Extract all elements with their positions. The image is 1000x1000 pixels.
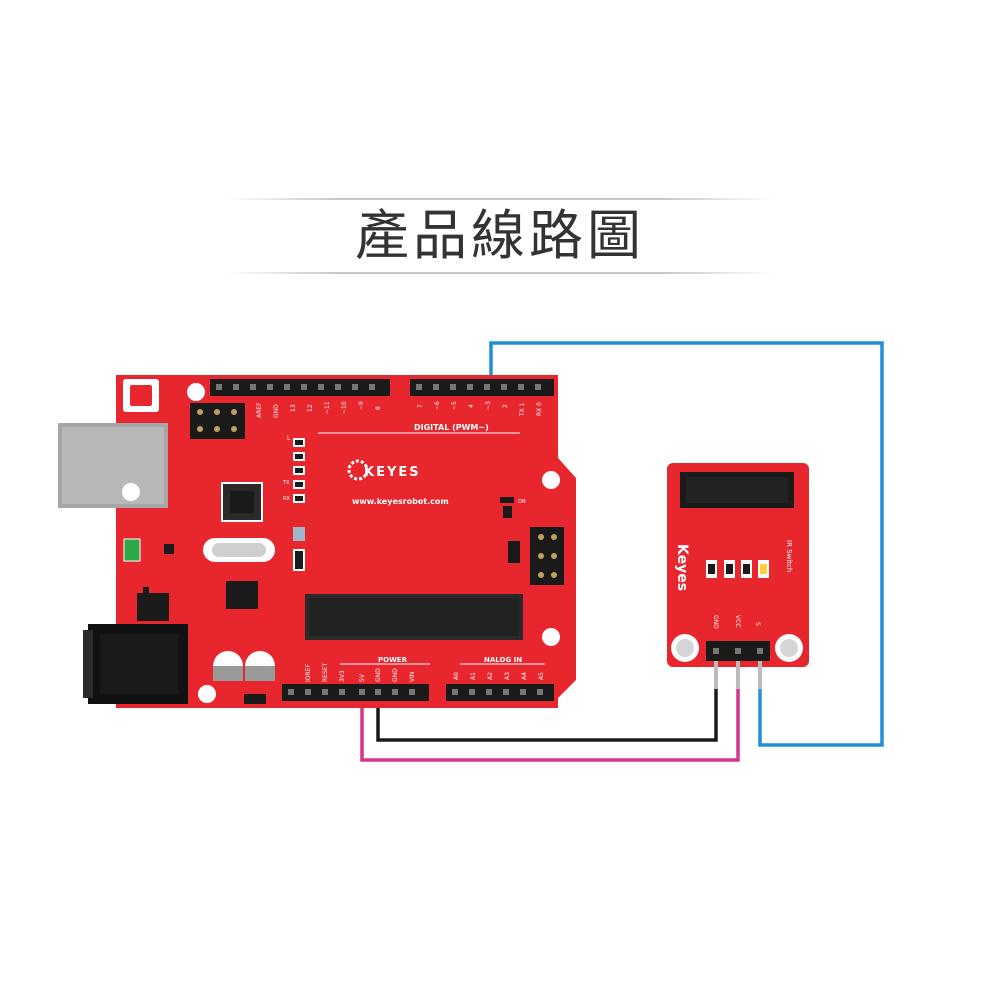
on-led-label: ON (518, 499, 526, 505)
analog-header (446, 684, 554, 701)
module-pcb (667, 463, 809, 667)
icsp-header-left (190, 403, 245, 439)
usb-chip (221, 482, 263, 522)
ir-switch-module: Keyes IR Switch GND VCC S (667, 463, 809, 689)
page-title: 產品線路圖 (355, 204, 645, 267)
wire-gnd (376, 654, 718, 742)
power-jack (83, 624, 188, 704)
small-ic (226, 581, 258, 609)
pin-label-reset: RESET (322, 662, 329, 682)
led-rx-label: RX (283, 496, 290, 502)
pin-label-a5: A5 (538, 672, 545, 680)
digital-label: DIGITAL (PWM~) (414, 423, 489, 432)
power-pin-labels: IOREF RESET 3V3 5V GND GND VIN (305, 662, 416, 682)
module-pin-header (706, 641, 770, 689)
pin-label-3v3: 3V3 (339, 670, 346, 682)
regulator (137, 593, 169, 621)
wire-signal (489, 341, 884, 747)
module-pin-label-vcc: VCC (734, 615, 741, 627)
module-pin-label-gnd: GND (712, 615, 719, 629)
pin-label-a3: A3 (504, 672, 511, 680)
pin-label-d3: ~3 (485, 401, 492, 410)
power-header (282, 684, 429, 701)
pin-label-gnd2: GND (392, 668, 399, 682)
digital-header-right (410, 379, 554, 396)
module-smd-parts (706, 560, 769, 578)
pin-label-d11: ~11 (324, 401, 331, 414)
crystal-oscillator (203, 538, 275, 562)
led-l-label: L (287, 435, 291, 442)
status-leds: L TX RX (282, 435, 305, 571)
pin-label-d9: ~9 (358, 401, 365, 410)
led-tx-label: TX (282, 480, 290, 486)
pin-label-ioref: IOREF (305, 664, 312, 682)
pin-label-d12: 12 (307, 404, 314, 412)
pin-label-a0: A0 (453, 672, 460, 680)
module-brand: Keyes (674, 544, 690, 591)
pin-label-tx: TX 1 (519, 402, 526, 417)
title-divider-bottom (225, 272, 775, 274)
pin-label-d2: 2 (502, 404, 509, 408)
board-brand: KEYES (364, 465, 421, 480)
icsp-header-right (530, 527, 564, 585)
digital-header-left (210, 379, 390, 396)
pin-label-gnd1: GND (375, 668, 382, 682)
pin-label-5v: 5V (359, 673, 366, 682)
pin-label-a2: A2 (487, 672, 494, 680)
pin-label-a4: A4 (521, 672, 528, 680)
digital-pin-labels-right: 7 ~6 ~5 4 ~3 2 TX 1 RX 0 (417, 401, 543, 417)
module-pin-label-s: S (754, 622, 761, 626)
power-label: POWER (378, 656, 408, 664)
capacitors (213, 651, 275, 681)
analog-label: NALOG IN (484, 656, 522, 664)
green-led (123, 538, 141, 562)
pin-label-d7: 7 (417, 404, 424, 408)
module-name: IR Switch (785, 540, 793, 572)
pin-label-d8: 8 (375, 406, 382, 410)
pin-label-d10: ~10 (341, 401, 348, 414)
pin-label-a1: A1 (470, 672, 477, 680)
wire-vcc (360, 654, 740, 762)
pin-label-aref: AREF (256, 402, 263, 418)
pin-label-d4: 4 (468, 404, 475, 408)
pin-label-d6: ~6 (434, 401, 441, 410)
analog-pin-labels: A0 A1 A2 A3 A4 A5 (453, 672, 545, 680)
keyes-logo: KEYES www.keyesrobot.com (347, 459, 449, 506)
keyes-uno-board: AREF GND 13 12 ~11 ~10 ~9 8 7 ~6 ~5 4 ~3… (58, 375, 576, 708)
title-block: 產品線路圖 (0, 190, 1000, 280)
pin-label-vin: VIN (409, 672, 416, 682)
pin-label-gnd-top: GND (273, 404, 280, 418)
title-divider-top (225, 198, 775, 200)
gear-icon (347, 459, 369, 481)
pin-label-d13: 13 (290, 404, 297, 412)
pin-label-rx: RX 0 (536, 402, 543, 416)
module-pin-labels: GND VCC S (712, 615, 761, 629)
digital-pin-labels-left: AREF GND 13 12 ~11 ~10 ~9 8 (256, 401, 382, 418)
pin-label-d5: ~5 (451, 401, 458, 410)
board-url: www.keyesrobot.com (352, 497, 449, 506)
